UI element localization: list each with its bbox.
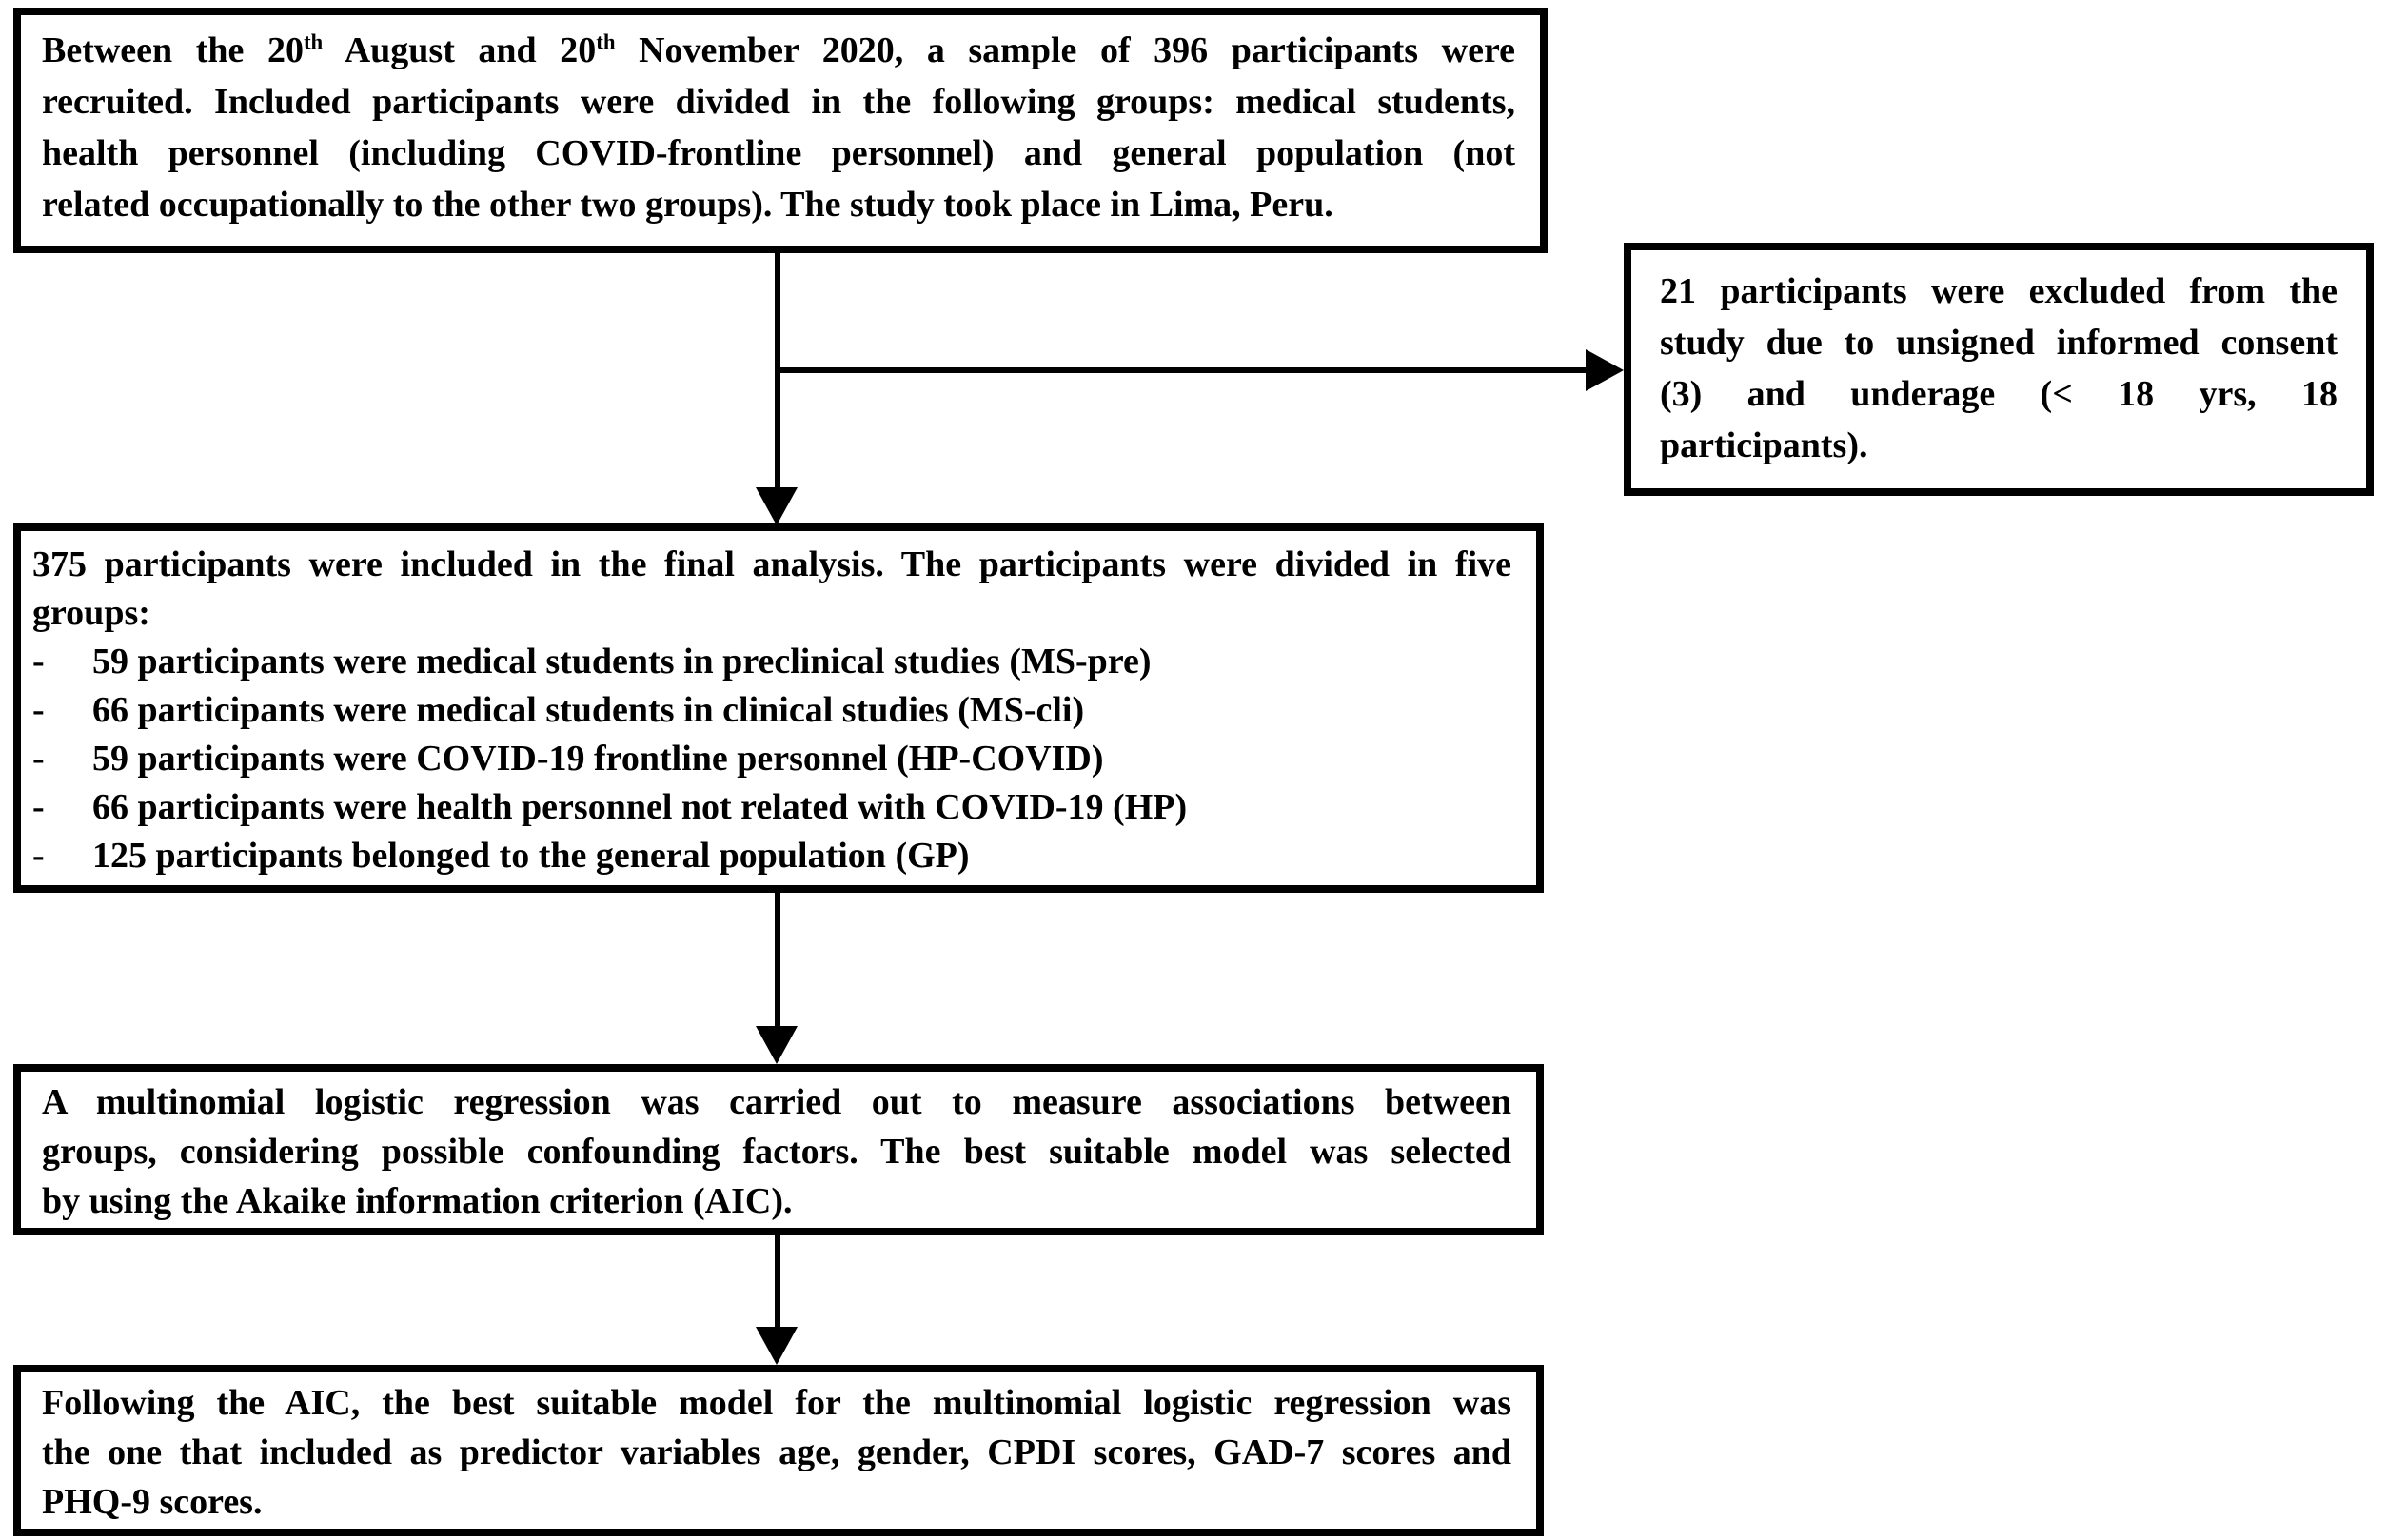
group-item-text: 66 participants were health personnel no…	[92, 787, 1188, 827]
exclusion-line-1: 21 participants were excluded from the	[1660, 271, 2338, 311]
arrowhead-down-1-icon	[756, 487, 798, 525]
final-analysis-box: 375 participants were included in the fi…	[13, 523, 1544, 893]
recruitment-box: Between the 20th August and 20th Novembe…	[13, 8, 1548, 253]
analysis-line-2: groups:	[32, 593, 150, 633]
group-list-item: - 59 participants were medical students …	[32, 638, 1511, 686]
recruitment-line-1: Between the 20th August and 20th Novembe…	[42, 25, 1515, 76]
exclusion-box: 21 participants were excluded from the s…	[1624, 243, 2374, 496]
model-line-1: Following the AIC, the best suitable mod…	[42, 1383, 1511, 1423]
regression-line-2: groups, considering possible confounding…	[42, 1132, 1511, 1172]
group-item-text: 125 participants belonged to the general…	[92, 836, 970, 876]
exclusion-line-3: (3) and underage (< 18 yrs, 18	[1660, 374, 2338, 414]
regression-box: A multinomial logistic regression was ca…	[13, 1064, 1544, 1235]
group-item-text: 66 participants were medical students in…	[92, 690, 1085, 730]
group-list-item: - 59 participants were COVID-19 frontlin…	[32, 735, 1511, 783]
connector-vertical-2	[775, 893, 780, 1028]
group-item-text: 59 participants were medical students in…	[92, 642, 1152, 681]
arrowhead-down-3-icon	[756, 1327, 798, 1365]
model-line-3: PHQ-9 scores.	[42, 1482, 263, 1522]
best-model-box: Following the AIC, the best suitable mod…	[13, 1365, 1544, 1536]
arrowhead-right-icon	[1586, 349, 1624, 391]
arrowhead-down-2-icon	[756, 1026, 798, 1064]
analysis-line-1: 375 participants were included in the fi…	[32, 544, 1511, 584]
recruitment-line-1-post: November 2020, a sample of 396 participa…	[615, 30, 1515, 70]
list-dash-icon: -	[32, 739, 45, 779]
connector-vertical-3	[775, 1235, 780, 1329]
list-dash-icon: -	[32, 787, 45, 827]
group-list-item: - 125 participants belonged to the gener…	[32, 832, 1511, 880]
regression-line-3: by using the Akaike information criterio…	[42, 1181, 793, 1221]
group-item-text: 59 participants were COVID-19 frontline …	[92, 739, 1104, 779]
group-list-item: - 66 participants were health personnel …	[32, 783, 1511, 832]
group-list-item: - 66 participants were medical students …	[32, 686, 1511, 735]
model-line-2: the one that included as predictor varia…	[42, 1432, 1511, 1472]
superscript-th-icon: th	[303, 30, 324, 54]
recruitment-line-4: related occupationally to the other two …	[42, 185, 1333, 225]
exclusion-line-2: study due to unsigned informed consent	[1660, 323, 2338, 363]
recruitment-line-1-mid: August and 20	[323, 30, 597, 70]
superscript-th-icon: th	[596, 30, 616, 54]
recruitment-line-3: health personnel (including COVID-frontl…	[42, 133, 1515, 173]
regression-line-1: A multinomial logistic regression was ca…	[42, 1082, 1511, 1122]
list-dash-icon: -	[32, 642, 45, 681]
exclusion-line-4: participants).	[1660, 425, 1868, 465]
connector-branch-horizontal	[777, 367, 1588, 373]
list-dash-icon: -	[32, 836, 45, 876]
recruitment-line-2: recruited. Included participants were di…	[42, 82, 1515, 122]
list-dash-icon: -	[32, 690, 45, 730]
recruitment-line-1-pre: Between the 20	[42, 30, 304, 70]
